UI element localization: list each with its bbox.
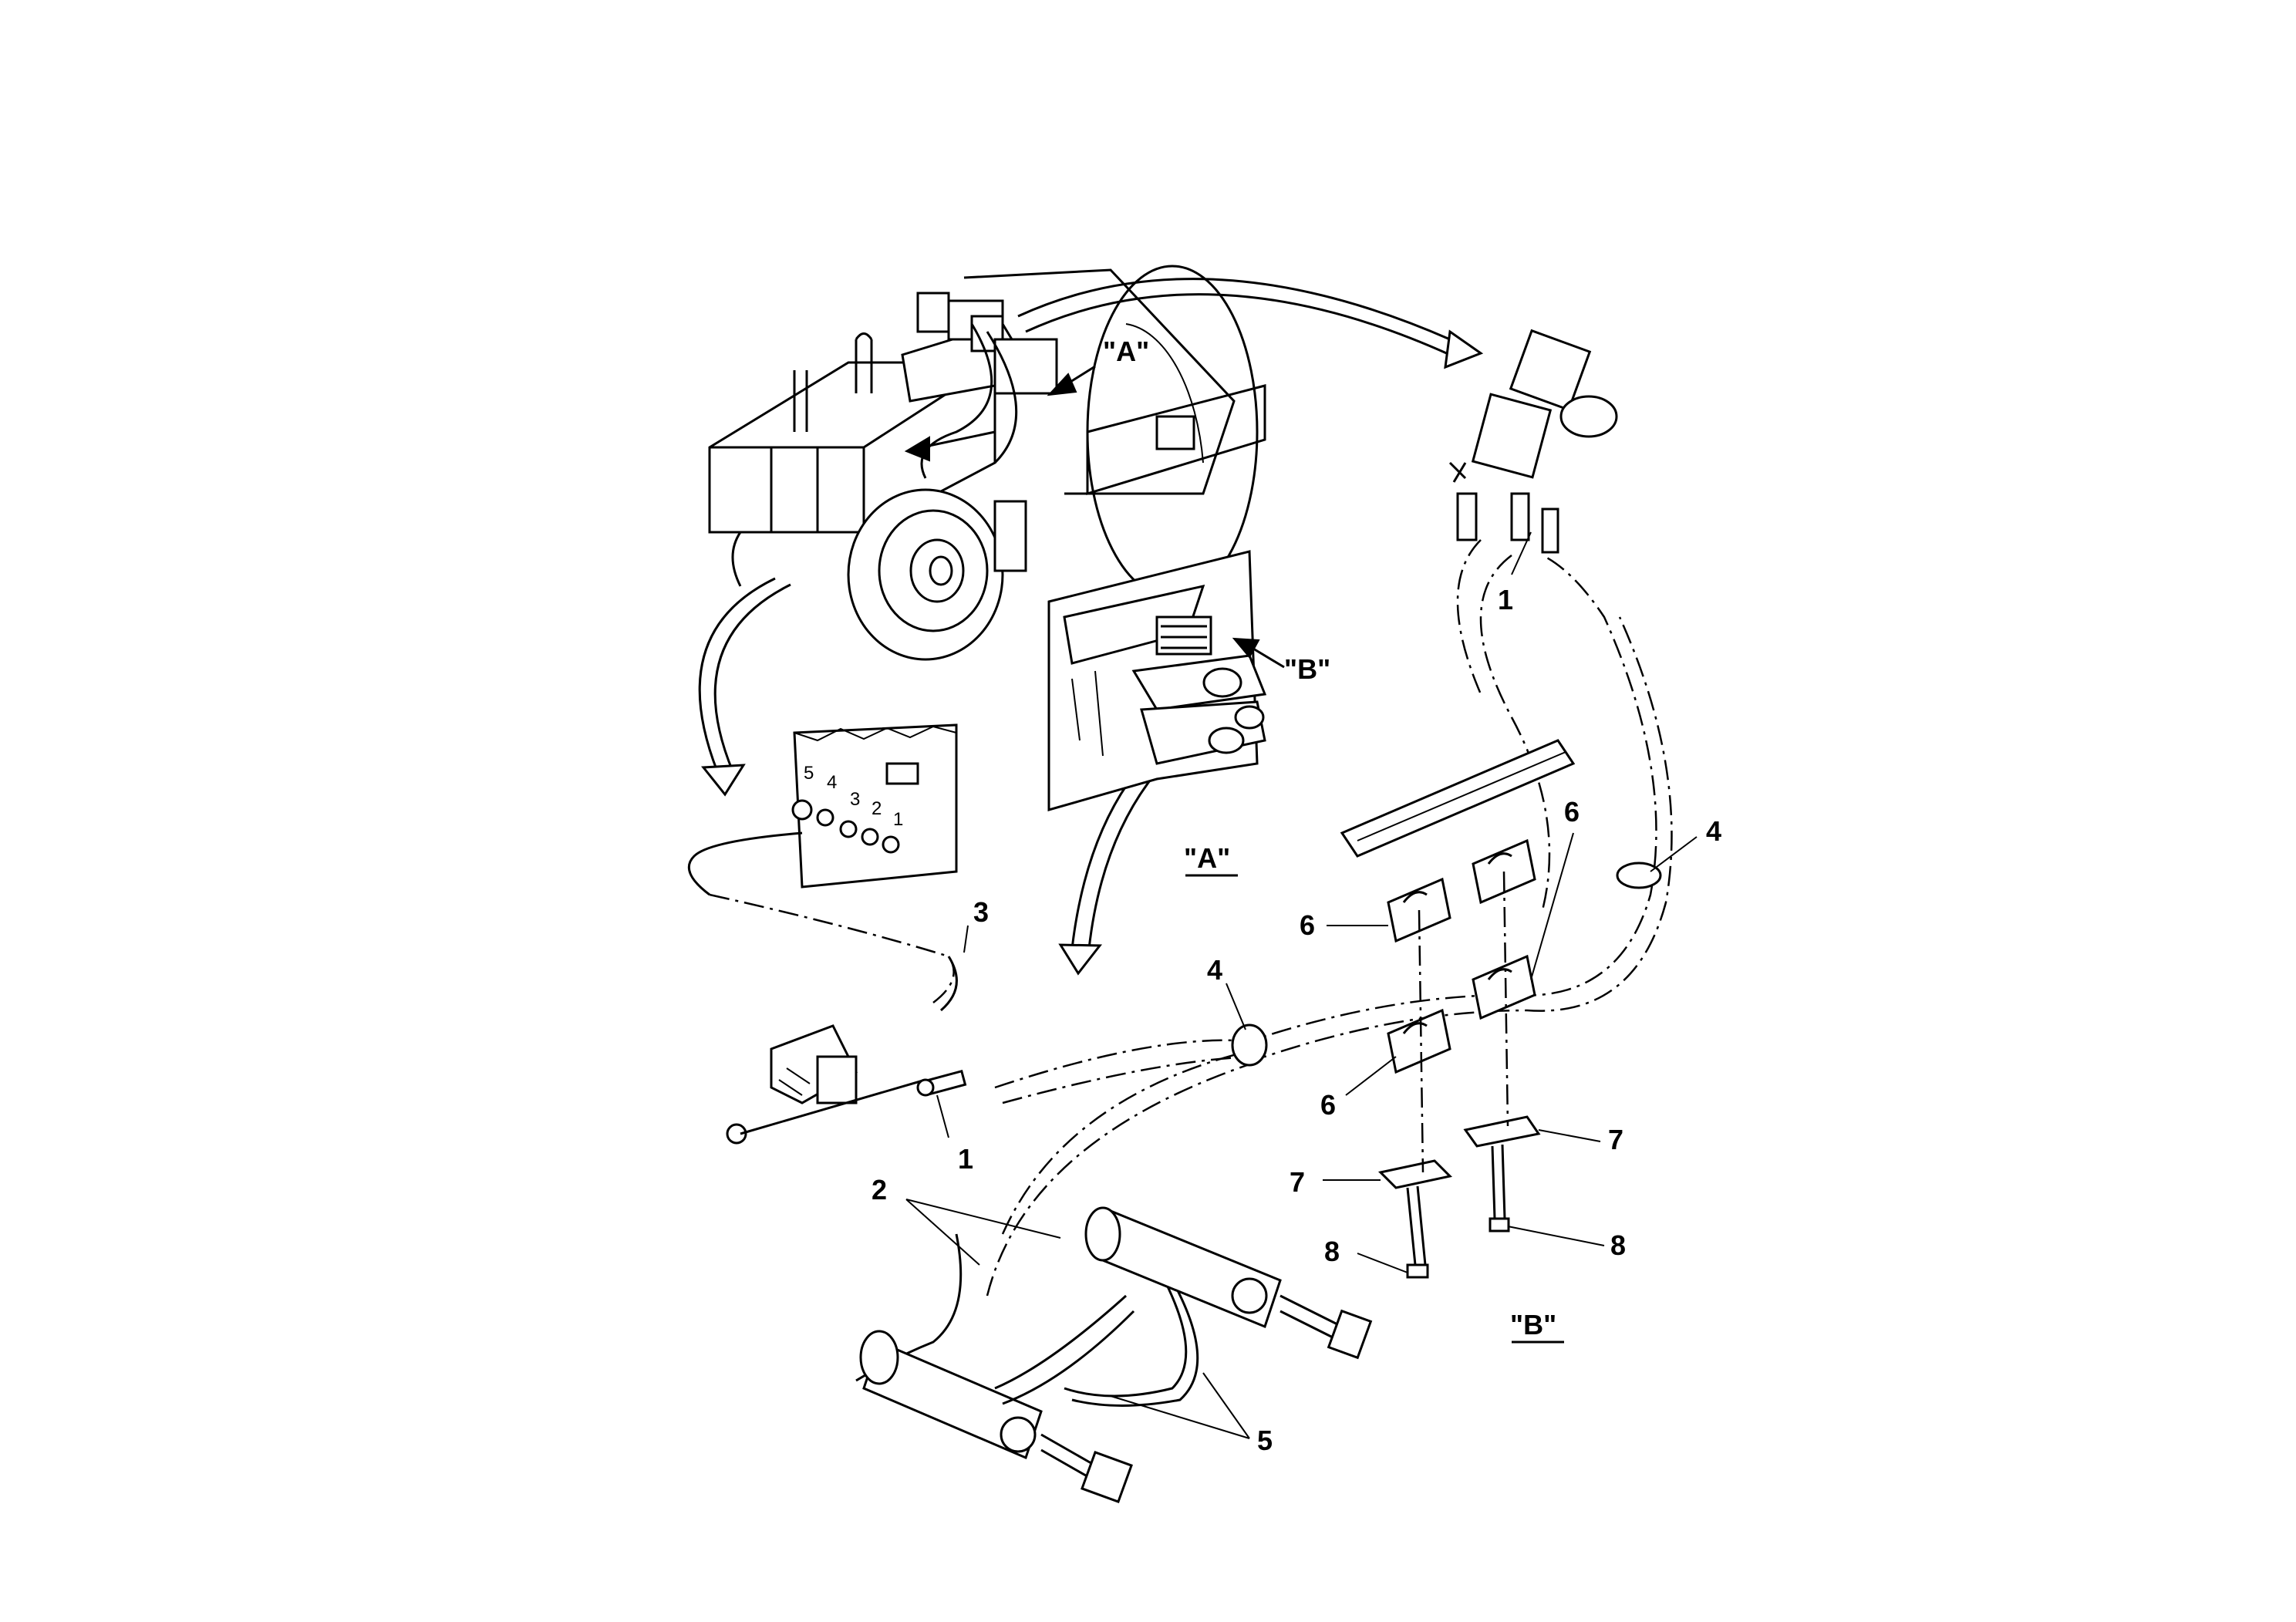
callout-part-4: 4 [1207,954,1222,986]
view-label-b: "B" [1510,1309,1556,1340]
leader-lines [905,531,1698,1439]
terminal-label: 5 [804,763,814,784]
steering-valve [1448,329,1618,554]
callout-b-arrow: "B" [1284,653,1330,685]
callout-part-8: 8 [1324,1236,1340,1267]
callout-part-3: 3 [973,896,989,928]
pump-unit [726,1024,967,1145]
callout-part-4: 4 [1706,815,1721,847]
terminal-label: 4 [827,772,837,793]
callout-part-7: 7 [1290,1166,1305,1198]
terminal-label: 2 [872,798,882,819]
callout-part-6: 6 [1564,796,1580,828]
callout-part-1: 1 [1498,584,1513,615]
view-label-a: "A" [1184,842,1230,874]
steering-cylinders [859,1206,1373,1503]
callout-a-arrow: "A" [1103,336,1149,367]
callout-part-7: 7 [1608,1124,1623,1155]
callout-part-8: 8 [1610,1229,1626,1261]
terminal-label: 3 [850,789,860,810]
callout-part-5: 5 [1257,1425,1273,1456]
callout-part-6: 6 [1320,1089,1336,1121]
clamp-assembly [1231,739,1662,1279]
callout-part-2: 2 [872,1174,887,1206]
control-panel: 5 4 3 2 1 [791,723,958,889]
detail-a-frame [1047,550,1285,811]
hose-lines [687,539,1673,1407]
terminal-label: 1 [893,809,903,830]
roller-machine-illustration [708,265,1266,661]
callout-part-6: 6 [1300,909,1315,941]
callout-part-1: 1 [958,1143,973,1175]
